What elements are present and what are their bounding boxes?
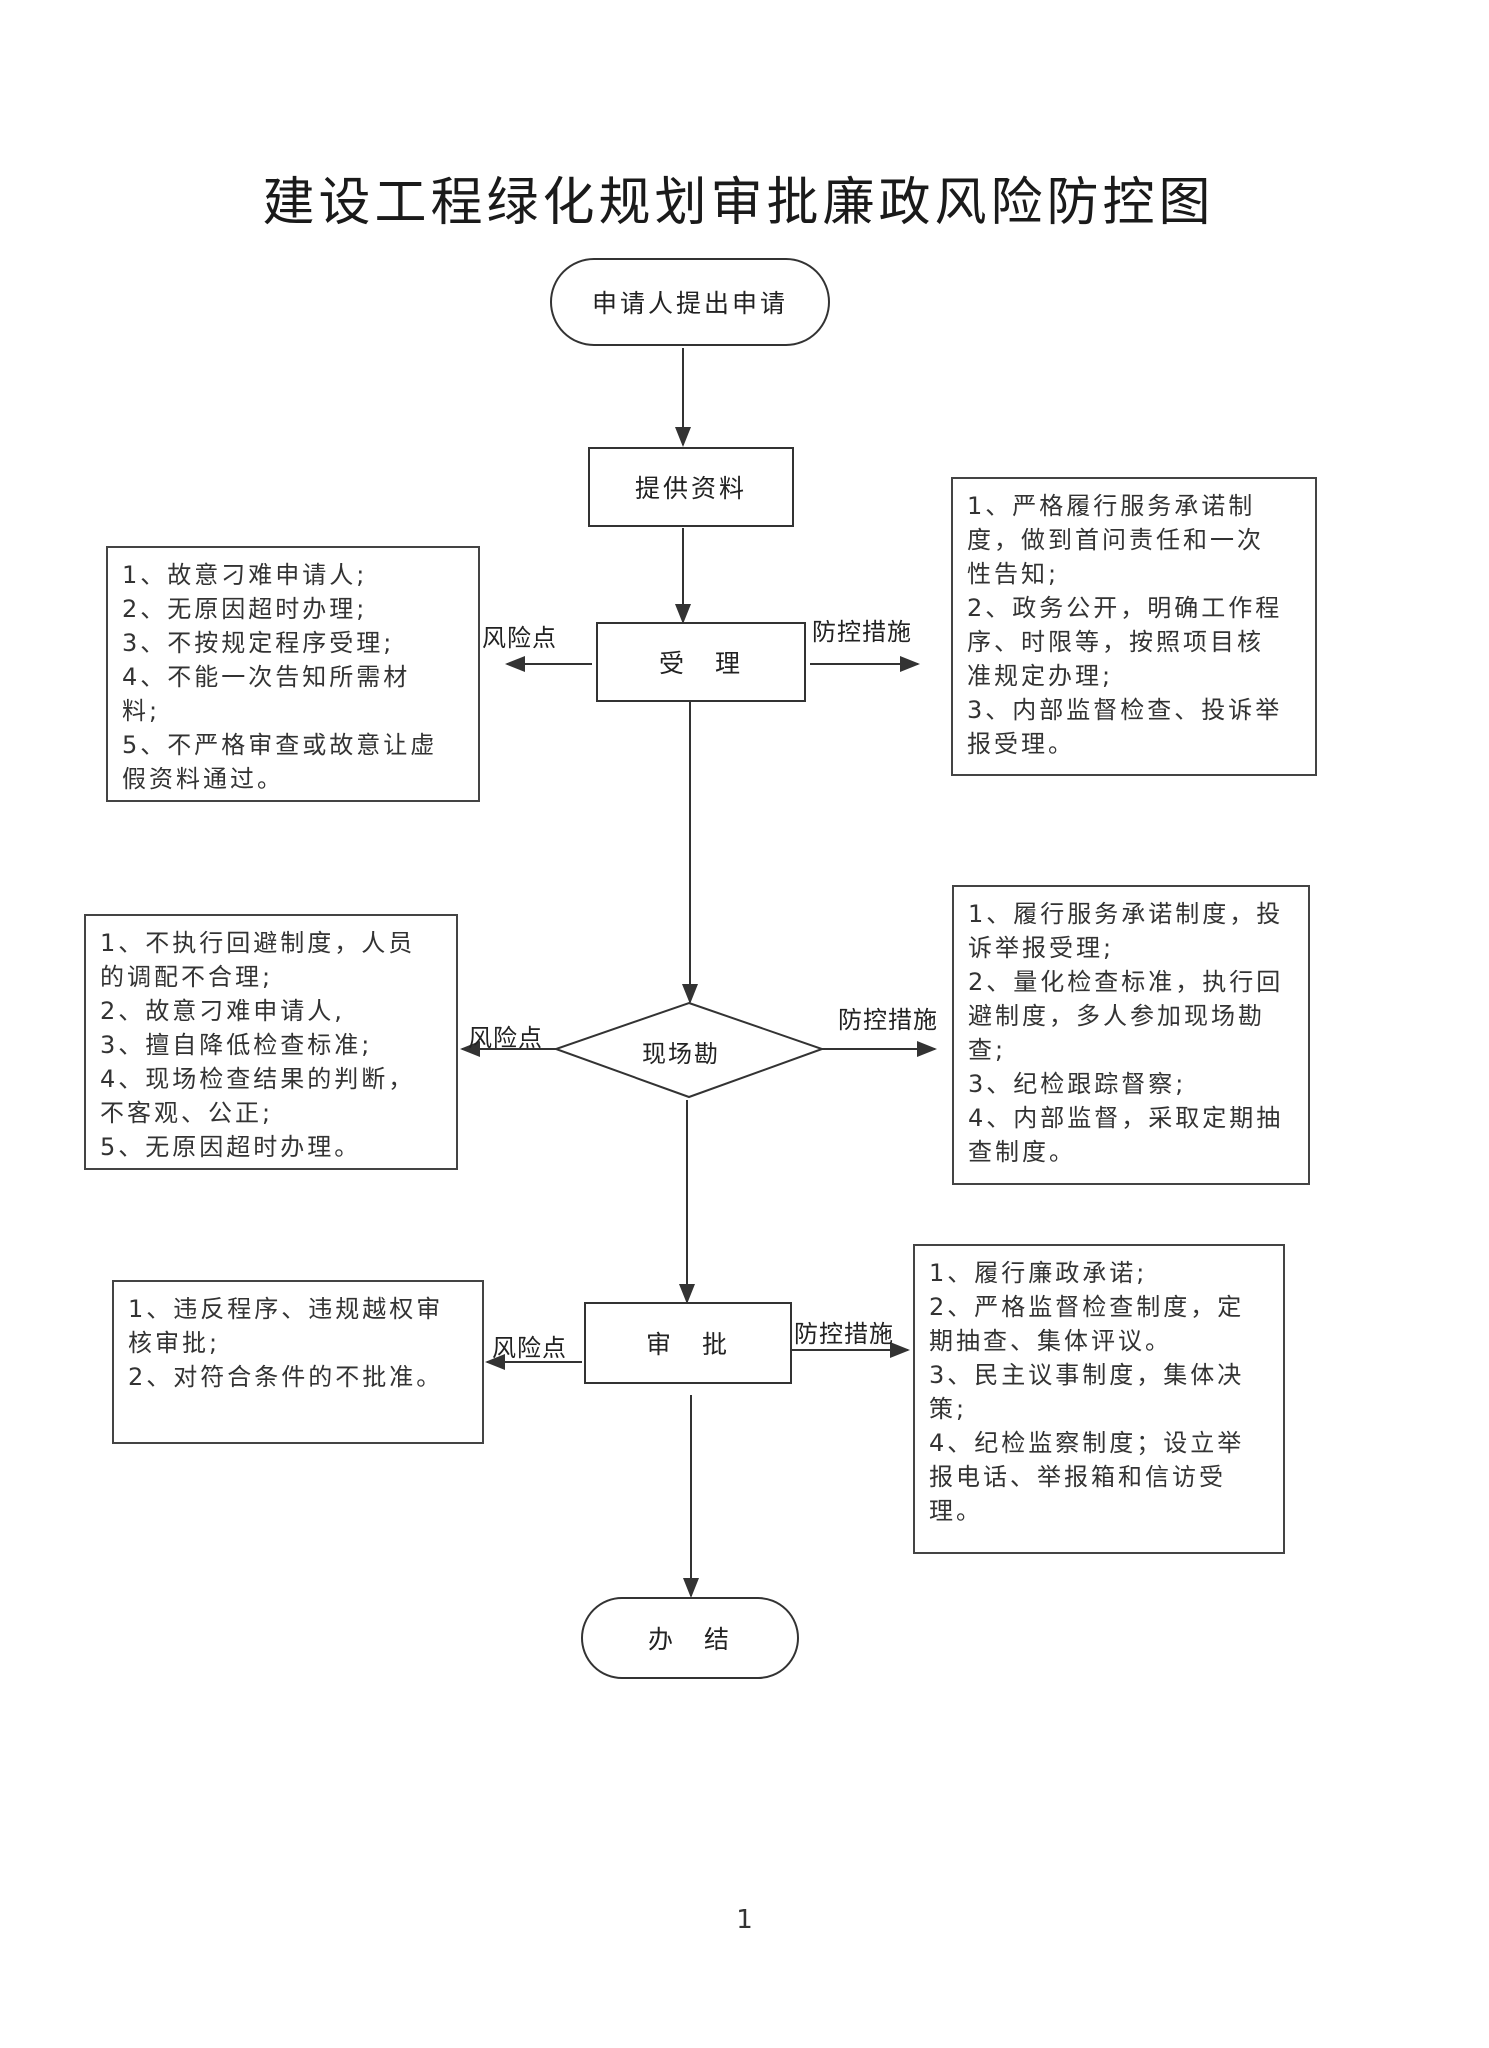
list-item: 2、对符合条件的不批准。 — [128, 1363, 444, 1391]
list-item: 报电话、举报箱和信访受 — [929, 1463, 1226, 1491]
page-title: 建设工程绿化规划审批廉政风险防控图 — [262, 173, 1215, 233]
list-item: 料; — [122, 697, 161, 725]
list-item: 诉举报受理; — [968, 934, 1115, 962]
list-item: 5、无原因超时办理。 — [100, 1133, 362, 1161]
list-item: 策; — [929, 1395, 968, 1423]
provide-materials-label: 提供资料 — [634, 474, 747, 503]
finish-node-label: 办 结 — [647, 1625, 732, 1654]
list-item: 5、不严格审查或故意让虚 — [122, 731, 438, 759]
list-item: 1、不执行回避制度，人员 — [100, 929, 416, 957]
approve-node-label: 审 批 — [645, 1330, 730, 1359]
inspect-controls-box: 1、履行服务承诺制度，投 诉举报受理; 2、量化检查标准，执行回 避制度，多人参… — [952, 885, 1310, 1185]
page-number: 1 — [736, 1905, 753, 1935]
approve-node: 审 批 — [584, 1302, 792, 1384]
list-item: 4、内部监督，采取定期抽 — [968, 1104, 1284, 1132]
approve-controls-box: 1、履行廉政承诺; 2、严格监督检查制度，定 期抽查、集体评议。 3、民主议事制… — [913, 1244, 1285, 1554]
list-item: 3、民主议事制度，集体决 — [929, 1361, 1245, 1389]
list-item: 1、故意刁难申请人; — [122, 561, 368, 589]
list-item: 4、不能一次告知所需材 — [122, 663, 411, 691]
list-item: 2、严格监督检查制度，定 — [929, 1293, 1245, 1321]
inspect-diamond — [552, 1001, 826, 1099]
approve-risks-box: 1、违反程序、违规越权审 核审批; 2、对符合条件的不批准。 — [112, 1280, 484, 1444]
accept-risks-box: 1、故意刁难申请人; 2、无原因超时办理; 3、不按规定程序受理; 4、不能一次… — [106, 546, 480, 802]
finish-node: 办 结 — [581, 1597, 799, 1679]
inspect-risk-label: 风险点 — [468, 1024, 543, 1052]
list-item: 假资料通过。 — [122, 765, 284, 793]
list-item: 3、擅自降低检查标准; — [100, 1031, 373, 1059]
list-item: 度，做到首问责任和一次 — [967, 526, 1264, 554]
accept-node-label: 受 理 — [658, 649, 743, 678]
accept-controls-box: 1、严格履行服务承诺制 度，做到首问责任和一次 性告知; 2、政务公开，明确工作… — [951, 477, 1317, 776]
list-item: 2、政务公开，明确工作程 — [967, 594, 1283, 622]
list-item: 不客观、公正; — [100, 1099, 274, 1127]
inspect-control-label: 防控措施 — [838, 1006, 938, 1034]
accept-control-label: 防控措施 — [812, 618, 912, 646]
start-node: 申请人提出申请 — [550, 258, 830, 346]
list-item: 1、违反程序、违规越权审 — [128, 1295, 444, 1323]
list-item: 报受理。 — [967, 730, 1075, 758]
approve-risk-label: 风险点 — [492, 1334, 567, 1362]
accept-risk-label: 风险点 — [482, 624, 557, 652]
inspect-risks-box: 1、不执行回避制度，人员 的调配不合理; 2、故意刁难申请人, 3、擅自降低检查… — [84, 914, 458, 1170]
list-item: 准规定办理; — [967, 662, 1114, 690]
list-item: 核审批; — [128, 1329, 221, 1357]
list-item: 1、履行服务承诺制度，投 — [968, 900, 1284, 928]
list-item: 查制度。 — [968, 1138, 1076, 1166]
list-item: 3、纪检跟踪督察; — [968, 1070, 1187, 1098]
list-item: 3、内部监督检查、投诉举 — [967, 696, 1283, 724]
list-item: 性告知; — [967, 560, 1060, 588]
approve-control-label: 防控措施 — [794, 1320, 894, 1348]
list-item: 1、严格履行服务承诺制 — [967, 492, 1256, 520]
provide-materials-node: 提供资料 — [588, 447, 794, 527]
list-item: 2、故意刁难申请人, — [100, 997, 345, 1025]
list-item: 1、履行廉政承诺; — [929, 1259, 1148, 1287]
list-item: 2、量化检查标准，执行回 — [968, 968, 1284, 996]
list-item: 的调配不合理; — [100, 963, 274, 991]
list-item: 查; — [968, 1036, 1007, 1064]
list-item: 4、现场检查结果的判断， — [100, 1065, 416, 1093]
list-item: 理。 — [929, 1497, 983, 1525]
list-item: 序、时限等，按照项目核 — [967, 628, 1264, 656]
accept-node: 受 理 — [596, 622, 806, 702]
list-item: 避制度，多人参加现场勘 — [968, 1002, 1265, 1030]
list-item: 2、无原因超时办理; — [122, 595, 368, 623]
list-item: 期抽查、集体评议。 — [929, 1327, 1172, 1355]
start-node-label: 申请人提出申请 — [591, 289, 788, 318]
list-item: 4、纪检监察制度；设立举 — [929, 1429, 1245, 1457]
list-item: 3、不按规定程序受理; — [122, 629, 395, 657]
inspect-node-label: 现场勘 — [642, 1040, 720, 1068]
